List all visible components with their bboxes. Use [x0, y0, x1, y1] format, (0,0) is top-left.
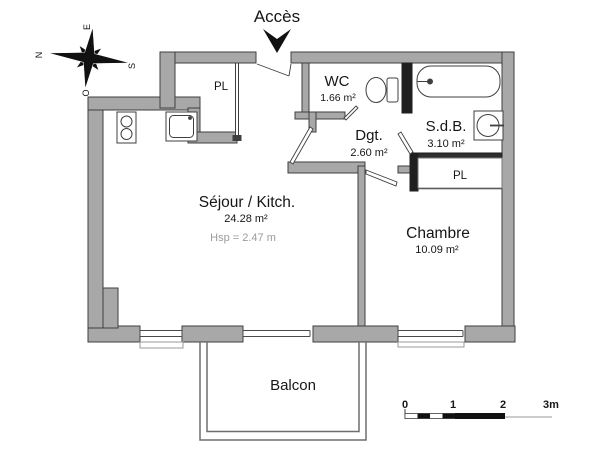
sdb-door [397, 131, 414, 155]
room-sdb-area: 3.10 m² [427, 138, 465, 150]
doors [256, 63, 414, 187]
wall [357, 165, 366, 327]
outer-walls [87, 51, 516, 343]
room-sdb-name: S.d.B. [426, 118, 467, 135]
entrance-label: Accès [254, 7, 300, 26]
room-wc-area: 1.66 m² [320, 92, 356, 104]
closet-inner [417, 157, 503, 189]
thin-partitions [232, 62, 503, 190]
window-sejour-left [139, 330, 183, 337]
wall [312, 325, 399, 343]
wall [87, 96, 104, 329]
balcony-outer-rail [199, 342, 367, 441]
wall [290, 51, 515, 64]
entrance-arrow-icon [263, 29, 291, 53]
fixtures [116, 65, 504, 144]
cooktop-icon [116, 111, 137, 144]
wc-door [343, 105, 359, 121]
compass-south: S [127, 63, 137, 69]
washbasin-icon [473, 110, 504, 141]
wall [294, 111, 346, 120]
windows [139, 330, 465, 349]
scale-tick-3: 3m [543, 399, 559, 411]
room-sejour-name: Séjour / Kitch. [199, 194, 296, 211]
room-sejour-area: 24.28 m² [224, 213, 268, 225]
closet-wall [235, 62, 239, 138]
wall [409, 152, 419, 192]
compass-rose-icon: E N S O [34, 24, 137, 97]
wall [308, 111, 317, 133]
wall [87, 96, 201, 111]
wall [301, 62, 310, 114]
window-balcony-door [242, 330, 311, 337]
window-sill [397, 341, 465, 348]
scale-bar: 0 1 2 3m [402, 399, 559, 419]
room-chambre-name: Chambre [406, 225, 470, 242]
scale-tick-0: 0 [402, 399, 408, 411]
room-wc-name: WC [325, 73, 350, 90]
balcony-railing [199, 342, 367, 441]
sejour-dgt-door [289, 126, 314, 165]
room-dgt-area: 2.60 m² [350, 147, 388, 159]
room-dgt-name: Dgt. [355, 127, 383, 144]
bathtub-icon [416, 65, 501, 98]
scale-tick-1: 1 [450, 399, 456, 411]
balcony-label: Balcon [270, 377, 316, 394]
compass-west: O [81, 89, 91, 96]
wall [181, 325, 244, 343]
wall [287, 161, 366, 174]
chambre-door [365, 169, 398, 187]
room-chambre-area: 10.09 m² [415, 244, 459, 256]
scale-tick-2: 2 [500, 399, 506, 411]
wall [501, 51, 515, 343]
closet-wall-cap [232, 135, 242, 141]
compass-east: E [82, 24, 92, 30]
wall [401, 62, 413, 114]
closet-chambre-label: PL [453, 170, 468, 182]
wall [159, 51, 176, 109]
toilet-icon [365, 77, 399, 103]
balcony-inner-rail [206, 342, 360, 433]
window-sill [139, 341, 184, 349]
wall [411, 152, 503, 159]
entrance-door-swing [256, 63, 292, 77]
wall [464, 325, 516, 343]
room-sejour-height: Hsp = 2.47 m [210, 232, 276, 244]
window-chambre [397, 330, 464, 337]
kitchen-sink-icon [165, 111, 198, 142]
compass-north: N [34, 52, 44, 59]
closet-entry-label: PL [214, 81, 229, 93]
